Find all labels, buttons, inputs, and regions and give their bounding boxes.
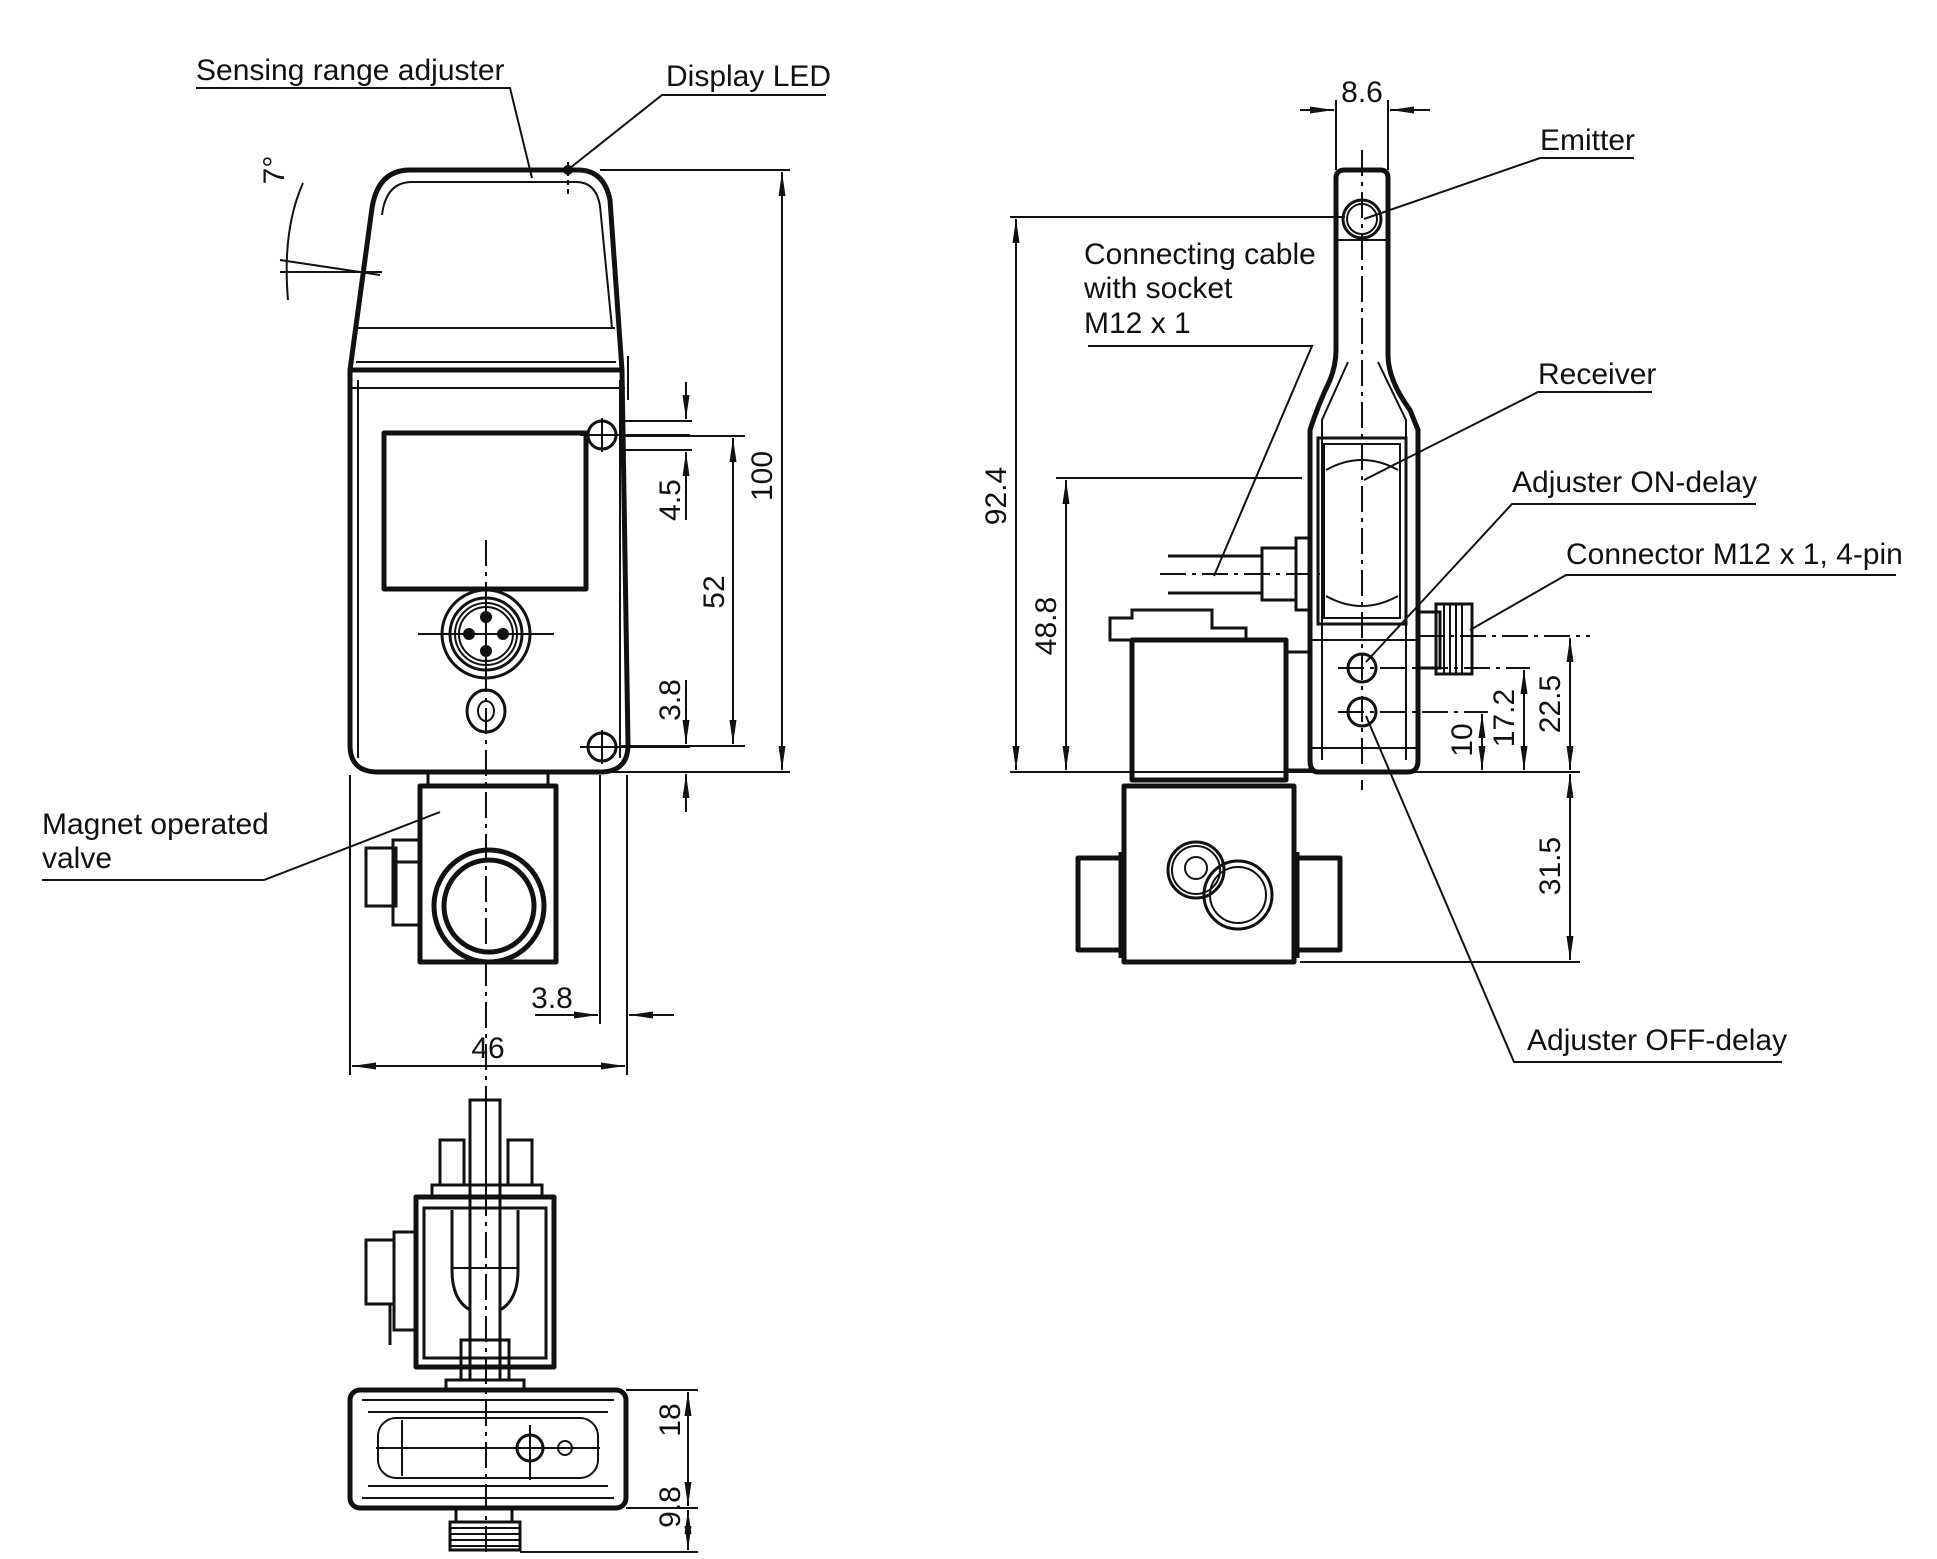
dim-connector-height: 22.5 [1534,675,1567,733]
side-view [1075,150,1590,965]
dim-body-depth: 18 [654,1403,687,1436]
emitter-arm [1307,167,1421,775]
sensor-head-inner [360,181,614,329]
dim-valve-height: 31.5 [1534,837,1567,895]
dim-hole-offset-side: 3.8 [531,982,573,1015]
dim-on-delay-height: 17.2 [1488,689,1521,747]
dim-width: 46 [471,1032,504,1065]
dim-off-delay-height: 10 [1446,723,1479,756]
label-receiver: Receiver [1538,358,1656,391]
label-cable-line1: Connecting cable [1084,238,1316,271]
label-cable-line3: M12 x 1 [1084,307,1191,340]
dim-cable-height: 48.8 [1030,597,1063,655]
dim-angle: 7° [258,156,291,185]
connecting-cable [1160,536,1320,612]
front-view [347,162,690,1200]
dim-hole-offset-top: 4.5 [654,479,687,521]
dim-emitter-height: 92.4 [980,467,1013,525]
side-view-callouts: Emitter Connecting cable with socket M12… [1083,124,1903,1063]
m12-connector-bottom [448,1506,522,1552]
dim-hole-offset-bottom: 3.8 [654,679,687,721]
bottom-view [347,1098,629,1555]
m12-connector-side [1416,602,1590,676]
side-view-dimensions: 8.6 92.4 48.8 22.5 17.2 10 31.5 [980,76,1580,963]
sensor-head-outline [347,167,625,373]
front-view-dimensions: 100 52 4.5 3.8 46 3.8 7° [258,156,790,1075]
magnet-valve-front [364,770,559,965]
dim-connector-length: 9.8 [654,1486,687,1528]
label-sensing-range-adjuster: Sensing range adjuster [196,54,505,87]
bottom-view-dimensions: 18 9.8 [520,1389,698,1553]
dim-total-height: 100 [746,451,779,501]
label-adjuster-on-delay: Adjuster ON-delay [1512,466,1757,499]
label-cable-line2: with socket [1083,272,1233,305]
magnet-valve-side [1075,608,1343,965]
label-connector: Connector M12 x 1, 4-pin [1566,538,1903,571]
sensor-body-outline [347,367,631,775]
label-magnet-valve-line1: Magnet operated [42,808,269,841]
label-emitter: Emitter [1540,124,1635,157]
label-magnet-valve-line2: valve [42,842,112,875]
front-view-callouts: Sensing range adjuster Display LED Magne… [42,54,831,881]
label-display-led: Display LED [666,60,831,93]
label-adjuster-off-delay: Adjuster OFF-delay [1527,1024,1787,1057]
dim-hole-spacing: 52 [698,575,731,608]
dim-emitter-width: 8.6 [1341,76,1383,109]
